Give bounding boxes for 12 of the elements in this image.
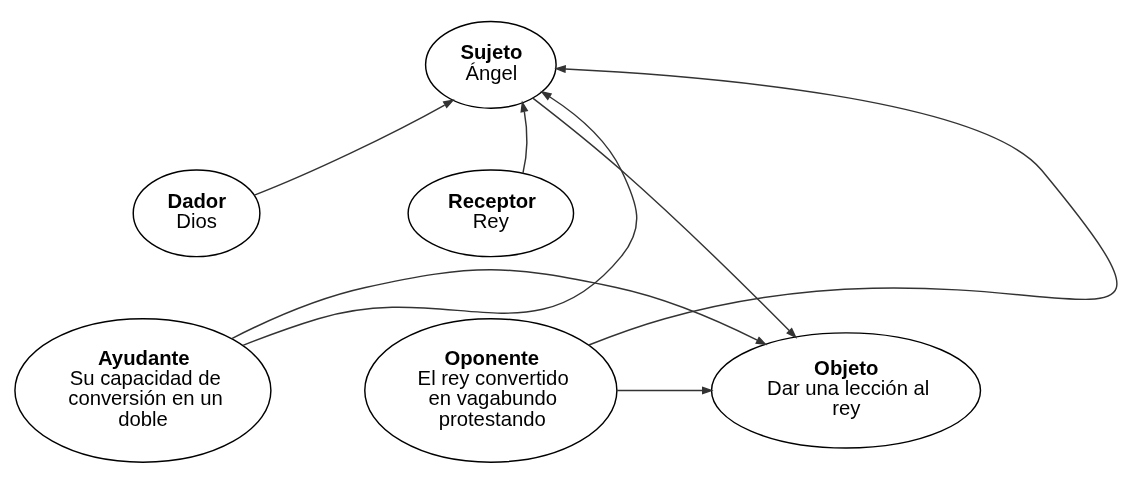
node-ellipse: Receptor Rey <box>407 168 575 257</box>
arrow <box>231 268 768 345</box>
arrow <box>242 90 638 346</box>
arrow <box>520 100 529 174</box>
arrow <box>554 64 1118 346</box>
arrow <box>616 385 714 394</box>
node-ellipse: Oponente El rey convertido en vagabundo protestando <box>364 317 618 463</box>
node-ellipse: Objeto Dar una lección al rey <box>710 331 982 449</box>
arrow <box>253 98 455 196</box>
node-ellipse: Dador Dios <box>132 168 261 257</box>
node-ellipse: Ayudante Su capacidad de conversión en un doble <box>14 317 272 463</box>
arrow <box>532 96 798 339</box>
